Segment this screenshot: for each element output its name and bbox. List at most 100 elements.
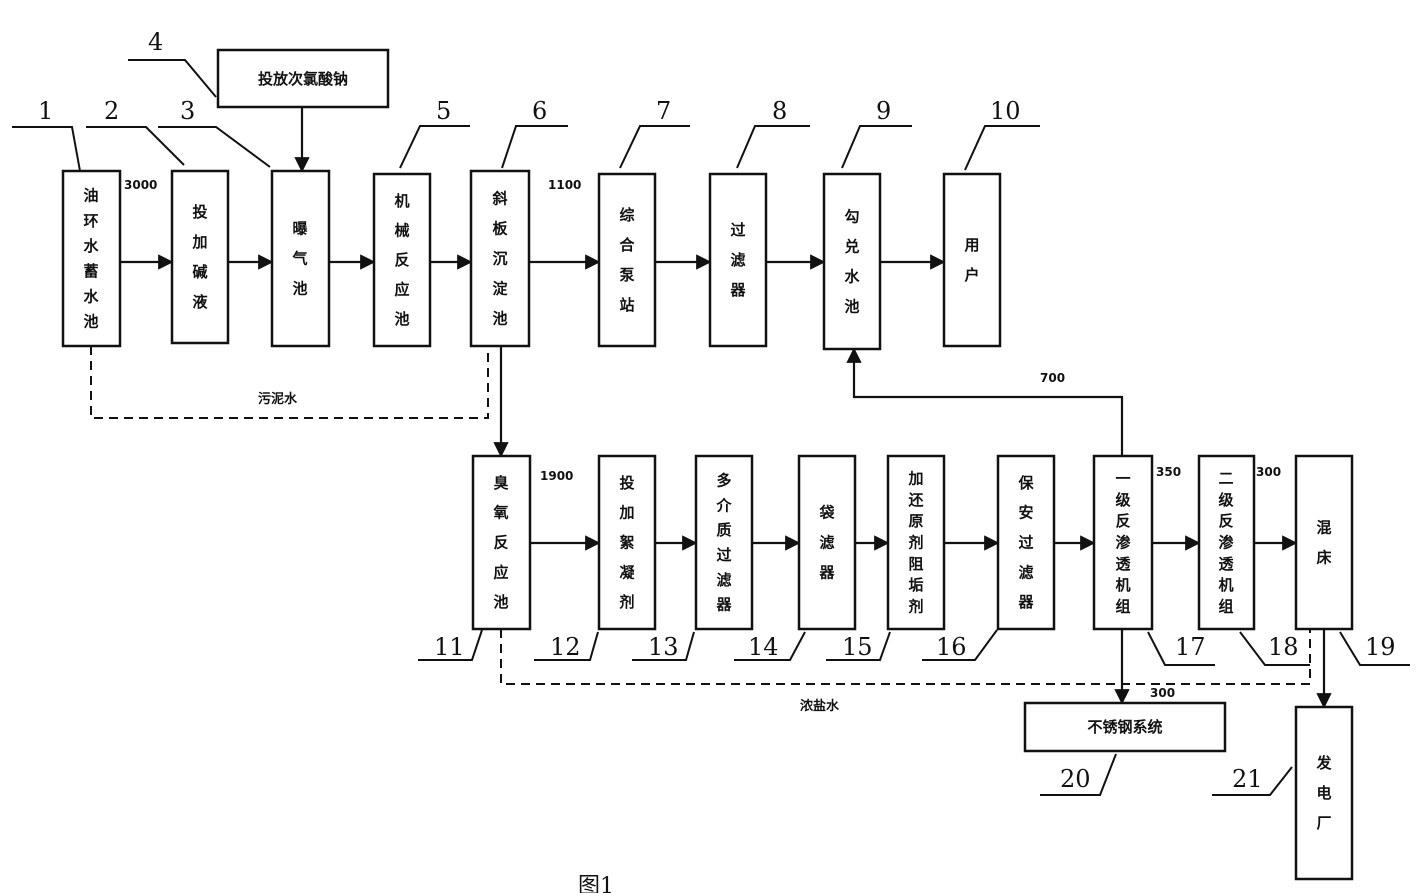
label-11-char: 氧 — [492, 504, 508, 522]
box-4 — [216, 48, 390, 109]
label-13-char: 介 — [715, 496, 732, 514]
num-11: 11 — [434, 633, 465, 661]
label-12-char: 投 — [619, 474, 634, 492]
flow-value-700: 700 — [1040, 371, 1065, 385]
leader-18 — [1239, 631, 1310, 666]
label-17-char: 组 — [1115, 597, 1130, 615]
leader-21 — [1212, 766, 1293, 796]
label-8-char: 器 — [729, 281, 746, 299]
label-3-char: 池 — [292, 280, 307, 298]
label-6-char: 沉 — [492, 250, 507, 268]
label-13-char: 器 — [715, 596, 732, 614]
num-16: 16 — [936, 633, 967, 661]
num-7: 7 — [656, 97, 671, 125]
label-18-char: 二 — [1218, 470, 1233, 488]
label-7-char: 合 — [618, 236, 635, 254]
label-1-char: 油 — [83, 187, 98, 205]
num-17: 17 — [1175, 633, 1206, 661]
label-1-char: 环 — [83, 212, 98, 230]
box-1 — [61, 169, 122, 348]
flow-value-1900: 1900 — [540, 469, 573, 483]
label-11-char: 应 — [493, 563, 508, 581]
num-5: 5 — [436, 97, 451, 125]
leader-4 — [128, 59, 217, 98]
label-6-char: 淀 — [492, 280, 508, 298]
label-9-char: 勾 — [844, 208, 859, 226]
label-2-char: 加 — [191, 233, 207, 251]
num-1: 1 — [38, 97, 53, 125]
label-2-char: 碱 — [192, 263, 207, 281]
flow-17-9 — [846, 347, 1124, 458]
label-15-char: 剂 — [908, 534, 923, 552]
label-2-char: 液 — [192, 293, 208, 311]
num-20: 20 — [1060, 765, 1091, 793]
label-13-char: 多 — [716, 471, 731, 489]
label-6-char: 斜 — [491, 190, 507, 208]
num-3: 3 — [180, 97, 195, 125]
leader-17 — [1147, 631, 1215, 666]
num-13: 13 — [648, 633, 679, 661]
label-1-char: 蓄 — [83, 262, 98, 280]
num-2: 2 — [104, 97, 119, 125]
box-18 — [1197, 454, 1256, 631]
label-12-char: 加 — [618, 504, 634, 522]
label-16-char: 滤 — [1018, 563, 1033, 581]
label-11-char: 反 — [493, 534, 508, 552]
sludge-water-label: 污泥水 — [258, 391, 298, 407]
box-7 — [597, 172, 657, 348]
label-12-char: 絮 — [619, 534, 634, 552]
box-12 — [597, 454, 657, 631]
label-13-char: 质 — [716, 521, 731, 539]
num-8: 8 — [772, 97, 787, 125]
label-21-char: 发 — [1315, 754, 1332, 772]
label-15-char: 原 — [908, 512, 923, 530]
label-7-char: 泵 — [619, 266, 634, 284]
label-5-char: 机 — [394, 192, 409, 210]
box-21 — [1294, 705, 1354, 881]
drain-return-line — [500, 629, 1311, 685]
box-16 — [996, 454, 1056, 631]
drain-water-label: 浓盐水 — [800, 698, 840, 714]
label-10-char: 用 — [964, 236, 979, 254]
num-21: 21 — [1232, 765, 1263, 793]
num-15: 15 — [842, 633, 873, 661]
label-1-char: 池 — [83, 312, 98, 330]
num-18: 18 — [1268, 633, 1299, 661]
box-labels: 油环水蓄水池投加碱液曝气池机械反应池斜板沉淀池综合泵站过滤器勾兑水池用户臭氧反应… — [83, 187, 1332, 832]
label-17-char: 渗 — [1115, 534, 1131, 552]
box-2 — [170, 169, 230, 345]
leader-14 — [734, 631, 806, 661]
box-6 — [469, 169, 531, 348]
flow-value-300-a: 300 — [1256, 465, 1281, 479]
label-18-char: 透 — [1218, 555, 1234, 573]
label-9-char: 池 — [844, 298, 859, 316]
box-5 — [372, 172, 432, 348]
leader-3 — [158, 126, 271, 168]
label-8-char: 过 — [730, 221, 745, 239]
label-5-char: 应 — [394, 281, 409, 299]
label-16-char: 器 — [1017, 593, 1034, 611]
leader-5 — [399, 125, 470, 169]
box-8 — [708, 172, 768, 348]
label-15-char: 加 — [907, 470, 923, 488]
sludge-return-line — [90, 346, 489, 419]
flow-value-350: 350 — [1156, 465, 1181, 479]
leader-15 — [826, 631, 891, 661]
num-14: 14 — [748, 633, 779, 661]
leader-11 — [418, 629, 483, 661]
label-6-char: 板 — [492, 220, 508, 238]
label-1-char: 水 — [83, 287, 99, 305]
label-12-char: 凝 — [619, 563, 635, 581]
box-9 — [822, 172, 882, 351]
leader-12 — [534, 631, 599, 661]
label-18-char: 机 — [1218, 576, 1233, 594]
label-7-char: 站 — [619, 296, 634, 314]
label-11-char: 臭 — [493, 474, 508, 492]
leader-2 — [86, 126, 185, 166]
flow-value-1100: 1100 — [548, 178, 581, 192]
box-3 — [270, 169, 331, 348]
label-18-char: 级 — [1218, 491, 1234, 509]
num-10: 10 — [990, 97, 1021, 125]
num-6: 6 — [532, 97, 547, 125]
